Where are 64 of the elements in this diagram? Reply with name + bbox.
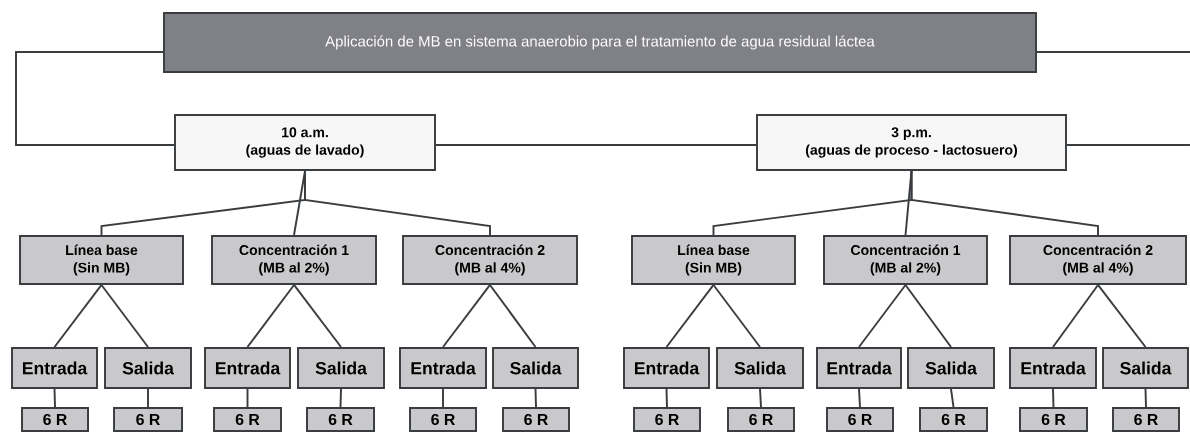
group-box: Línea base (Sin MB) bbox=[19, 235, 184, 285]
time-box: 3 p.m. (aguas de proceso - lactosuero) bbox=[756, 114, 1067, 171]
connector-line bbox=[858, 388, 861, 408]
reactor-box: 6 R bbox=[213, 407, 282, 432]
connector-line bbox=[665, 284, 715, 348]
connector-line bbox=[1036, 51, 1190, 53]
sample-box: Entrada bbox=[1009, 347, 1097, 389]
connector-line bbox=[1052, 388, 1055, 408]
connector-line bbox=[1144, 388, 1147, 408]
connector-line bbox=[759, 388, 762, 408]
reactor-box: 6 R bbox=[306, 407, 375, 432]
sample-box: Salida bbox=[297, 347, 385, 389]
reactor-box: 6 R bbox=[21, 407, 89, 432]
sample-box: Salida bbox=[1102, 347, 1189, 389]
connector-line bbox=[858, 284, 907, 348]
sample-box: Entrada bbox=[623, 347, 710, 389]
connector-line bbox=[442, 388, 444, 408]
group-box: Concentración 1 (MB al 2%) bbox=[211, 235, 377, 285]
connector-line bbox=[15, 51, 175, 146]
group-box: Concentración 1 (MB al 2%) bbox=[823, 235, 988, 285]
connector-line bbox=[53, 388, 56, 408]
sample-box: Entrada bbox=[204, 347, 291, 389]
group-box: Concentración 2 (MB al 4%) bbox=[402, 235, 578, 285]
reactor-box: 6 R bbox=[826, 407, 894, 432]
sample-box: Salida bbox=[907, 347, 995, 389]
sample-box: Salida bbox=[492, 347, 579, 389]
connector-line bbox=[904, 170, 913, 236]
reactor-box: 6 R bbox=[919, 407, 988, 432]
connector-line bbox=[442, 284, 491, 348]
sample-box: Entrada bbox=[399, 347, 487, 389]
connector-line bbox=[304, 170, 491, 236]
connector-line bbox=[489, 284, 537, 348]
connector-line bbox=[950, 388, 955, 408]
sample-box: Salida bbox=[716, 347, 804, 389]
reactor-box: 6 R bbox=[409, 407, 477, 432]
group-box: Concentración 2 (MB al 4%) bbox=[1009, 235, 1187, 285]
connector-line bbox=[910, 170, 1099, 236]
reactor-box: 6 R bbox=[633, 407, 701, 432]
connector-line bbox=[904, 284, 952, 348]
reactor-box: 6 R bbox=[1019, 407, 1088, 432]
reactor-box: 6 R bbox=[1112, 407, 1180, 432]
connector-line bbox=[100, 284, 149, 348]
connector-line bbox=[435, 144, 757, 146]
connector-line bbox=[246, 284, 295, 348]
connector-line bbox=[1097, 284, 1147, 348]
connector-line bbox=[712, 284, 761, 348]
connector-line bbox=[339, 388, 342, 408]
reactor-box: 6 R bbox=[727, 407, 795, 432]
connector-line bbox=[1052, 284, 1099, 348]
group-box: Línea base (Sin MB) bbox=[631, 235, 796, 285]
reactor-box: 6 R bbox=[113, 407, 183, 432]
connector-line bbox=[246, 388, 249, 408]
connector-line bbox=[534, 388, 537, 408]
connector-line bbox=[293, 284, 342, 348]
reactor-box: 6 R bbox=[502, 407, 570, 432]
sample-box: Salida bbox=[104, 347, 192, 389]
connector-line bbox=[53, 284, 103, 348]
connector-line bbox=[1066, 144, 1190, 146]
title-box: Aplicación de MB en sistema anaerobio para el tratamiento de agua residual láctea bbox=[163, 12, 1037, 73]
sample-box: Entrada bbox=[11, 347, 98, 389]
time-box: 10 a.m. (aguas de lavado) bbox=[174, 114, 436, 171]
connector-line bbox=[147, 388, 149, 408]
sample-box: Entrada bbox=[816, 347, 902, 389]
connector-line bbox=[665, 388, 668, 408]
